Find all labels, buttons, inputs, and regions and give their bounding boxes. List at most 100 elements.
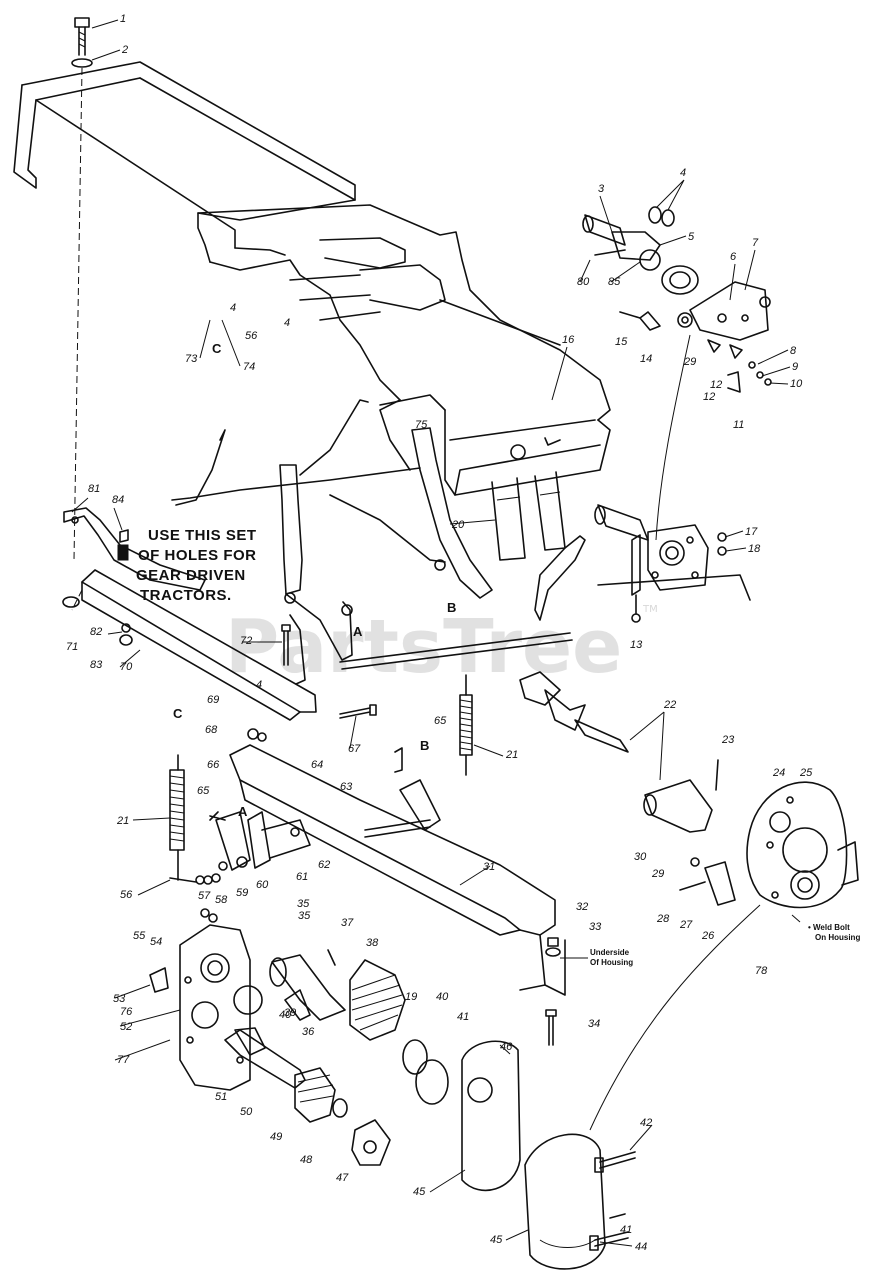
callout-5: 5 — [688, 231, 695, 243]
left-gear-housing — [149, 924, 251, 1091]
underside-note-2: Of Housing — [590, 958, 633, 967]
callout-leaders — [71, 19, 791, 1247]
underside-note-1: Underside — [590, 948, 630, 957]
lift-linkage — [171, 399, 493, 685]
callout-32: 32 — [576, 901, 588, 913]
callout-20: 20 — [451, 519, 465, 531]
callout-41-b: 41 — [620, 1224, 632, 1236]
callout-26: 26 — [701, 930, 715, 942]
callout-16: 16 — [562, 334, 575, 346]
callout-29-b: 29 — [683, 356, 696, 368]
callout-13: 13 — [630, 639, 643, 651]
middle-cover — [461, 1040, 521, 1192]
leader-line-12 — [655, 334, 691, 541]
callout-56-b: 56 — [245, 330, 258, 342]
callout-65: 65 — [434, 715, 447, 727]
callout-34: 34 — [588, 1018, 600, 1030]
callout-83: 83 — [90, 659, 103, 671]
callout-9: 9 — [792, 361, 798, 373]
gear-driven-note: USE THIS SET OF HOLES FOR GEAR DRIVEN TR… — [136, 527, 257, 604]
callout-11: 11 — [733, 419, 744, 431]
callout-81: 81 — [88, 483, 100, 495]
callout-73: 73 — [185, 353, 198, 365]
callout-49: 49 — [270, 1131, 282, 1143]
cover-bolts — [589, 1151, 636, 1251]
callout-44: 44 — [635, 1241, 647, 1253]
callout-78: 78 — [755, 965, 768, 977]
callout-55: 55 — [133, 930, 146, 942]
callout-71: 71 — [66, 641, 78, 653]
callout-12: 12 — [710, 379, 722, 391]
ref-letter-b: B — [447, 600, 456, 615]
callout-68: 68 — [205, 724, 218, 736]
callout-51: 51 — [215, 1091, 227, 1103]
callout-64: 64 — [311, 759, 323, 771]
spring-part-left — [169, 754, 185, 881]
callout-7: 7 — [752, 237, 759, 249]
rod-part — [339, 535, 586, 670]
ref-letter-a: A — [353, 624, 363, 639]
callout-28: 28 — [656, 913, 670, 925]
washer-parts — [402, 1039, 449, 1105]
callout-42: 42 — [640, 1117, 652, 1129]
callout-62: 62 — [318, 859, 330, 871]
callout-24: 24 — [772, 767, 785, 779]
callout-65-b: 65 — [197, 785, 210, 797]
callout-84: 84 — [112, 494, 124, 506]
callout-27: 27 — [679, 919, 693, 931]
callout-4-b: 4 — [284, 317, 290, 329]
callout-60: 60 — [256, 879, 269, 891]
callout-30: 30 — [634, 851, 647, 863]
gearbox-housing — [594, 504, 751, 623]
ref-letter-a-2: A — [238, 804, 248, 819]
ref-letter-b-2: B — [420, 738, 429, 753]
callout-70: 70 — [120, 661, 133, 673]
callout-53: 53 — [113, 993, 126, 1005]
watermark: PartsTree — [225, 604, 622, 690]
guide-line-2 — [71, 589, 83, 611]
callout-33: 33 — [589, 921, 602, 933]
callout-74: 74 — [243, 361, 255, 373]
bolt-part-67 — [339, 704, 377, 719]
pto-shaft-assembly — [582, 206, 699, 295]
callout-40: 40 — [436, 991, 449, 1003]
callout-12-b: 12 — [703, 391, 715, 403]
callout-8: 8 — [790, 345, 797, 357]
lower-cover — [524, 1133, 606, 1270]
callout-50: 50 — [240, 1106, 253, 1118]
callout-6: 6 — [730, 251, 737, 263]
gear-case-cover — [679, 781, 859, 909]
callout-85: 85 — [608, 276, 621, 288]
callout-46: 46 — [500, 1041, 513, 1053]
callout-57: 57 — [198, 890, 211, 902]
frame-housing — [13, 61, 611, 496]
callout-3: 3 — [598, 183, 605, 195]
spring-part — [459, 674, 473, 776]
ref-letter-c: C — [212, 341, 222, 356]
callout-80: 80 — [577, 276, 590, 288]
weld-arrow — [791, 914, 801, 923]
callout-39: 39 — [284, 1007, 296, 1019]
note-line-2: OF HOLES FOR — [138, 547, 257, 564]
callout-59: 59 — [236, 887, 248, 899]
callout-48: 48 — [300, 1154, 313, 1166]
callout-69: 69 — [207, 694, 219, 706]
guide-line-1 — [73, 67, 83, 561]
callout-75: 75 — [415, 419, 428, 431]
callout-17: 17 — [745, 526, 758, 538]
callout-54: 54 — [150, 936, 162, 948]
callout-56: 56 — [120, 889, 133, 901]
nut-part — [545, 937, 561, 957]
hardware-small — [169, 728, 403, 923]
callout-19: 19 — [405, 991, 417, 1003]
callout-37: 37 — [341, 917, 354, 929]
callout-4-a: 4 — [230, 302, 236, 314]
callout-41: 41 — [457, 1011, 469, 1023]
callout-67: 67 — [348, 743, 361, 755]
callout-21: 21 — [505, 749, 518, 761]
channel-part — [491, 471, 566, 561]
lever-assembly — [215, 744, 566, 996]
callout-35: 35 — [297, 898, 310, 910]
callout-77: 77 — [117, 1054, 130, 1066]
